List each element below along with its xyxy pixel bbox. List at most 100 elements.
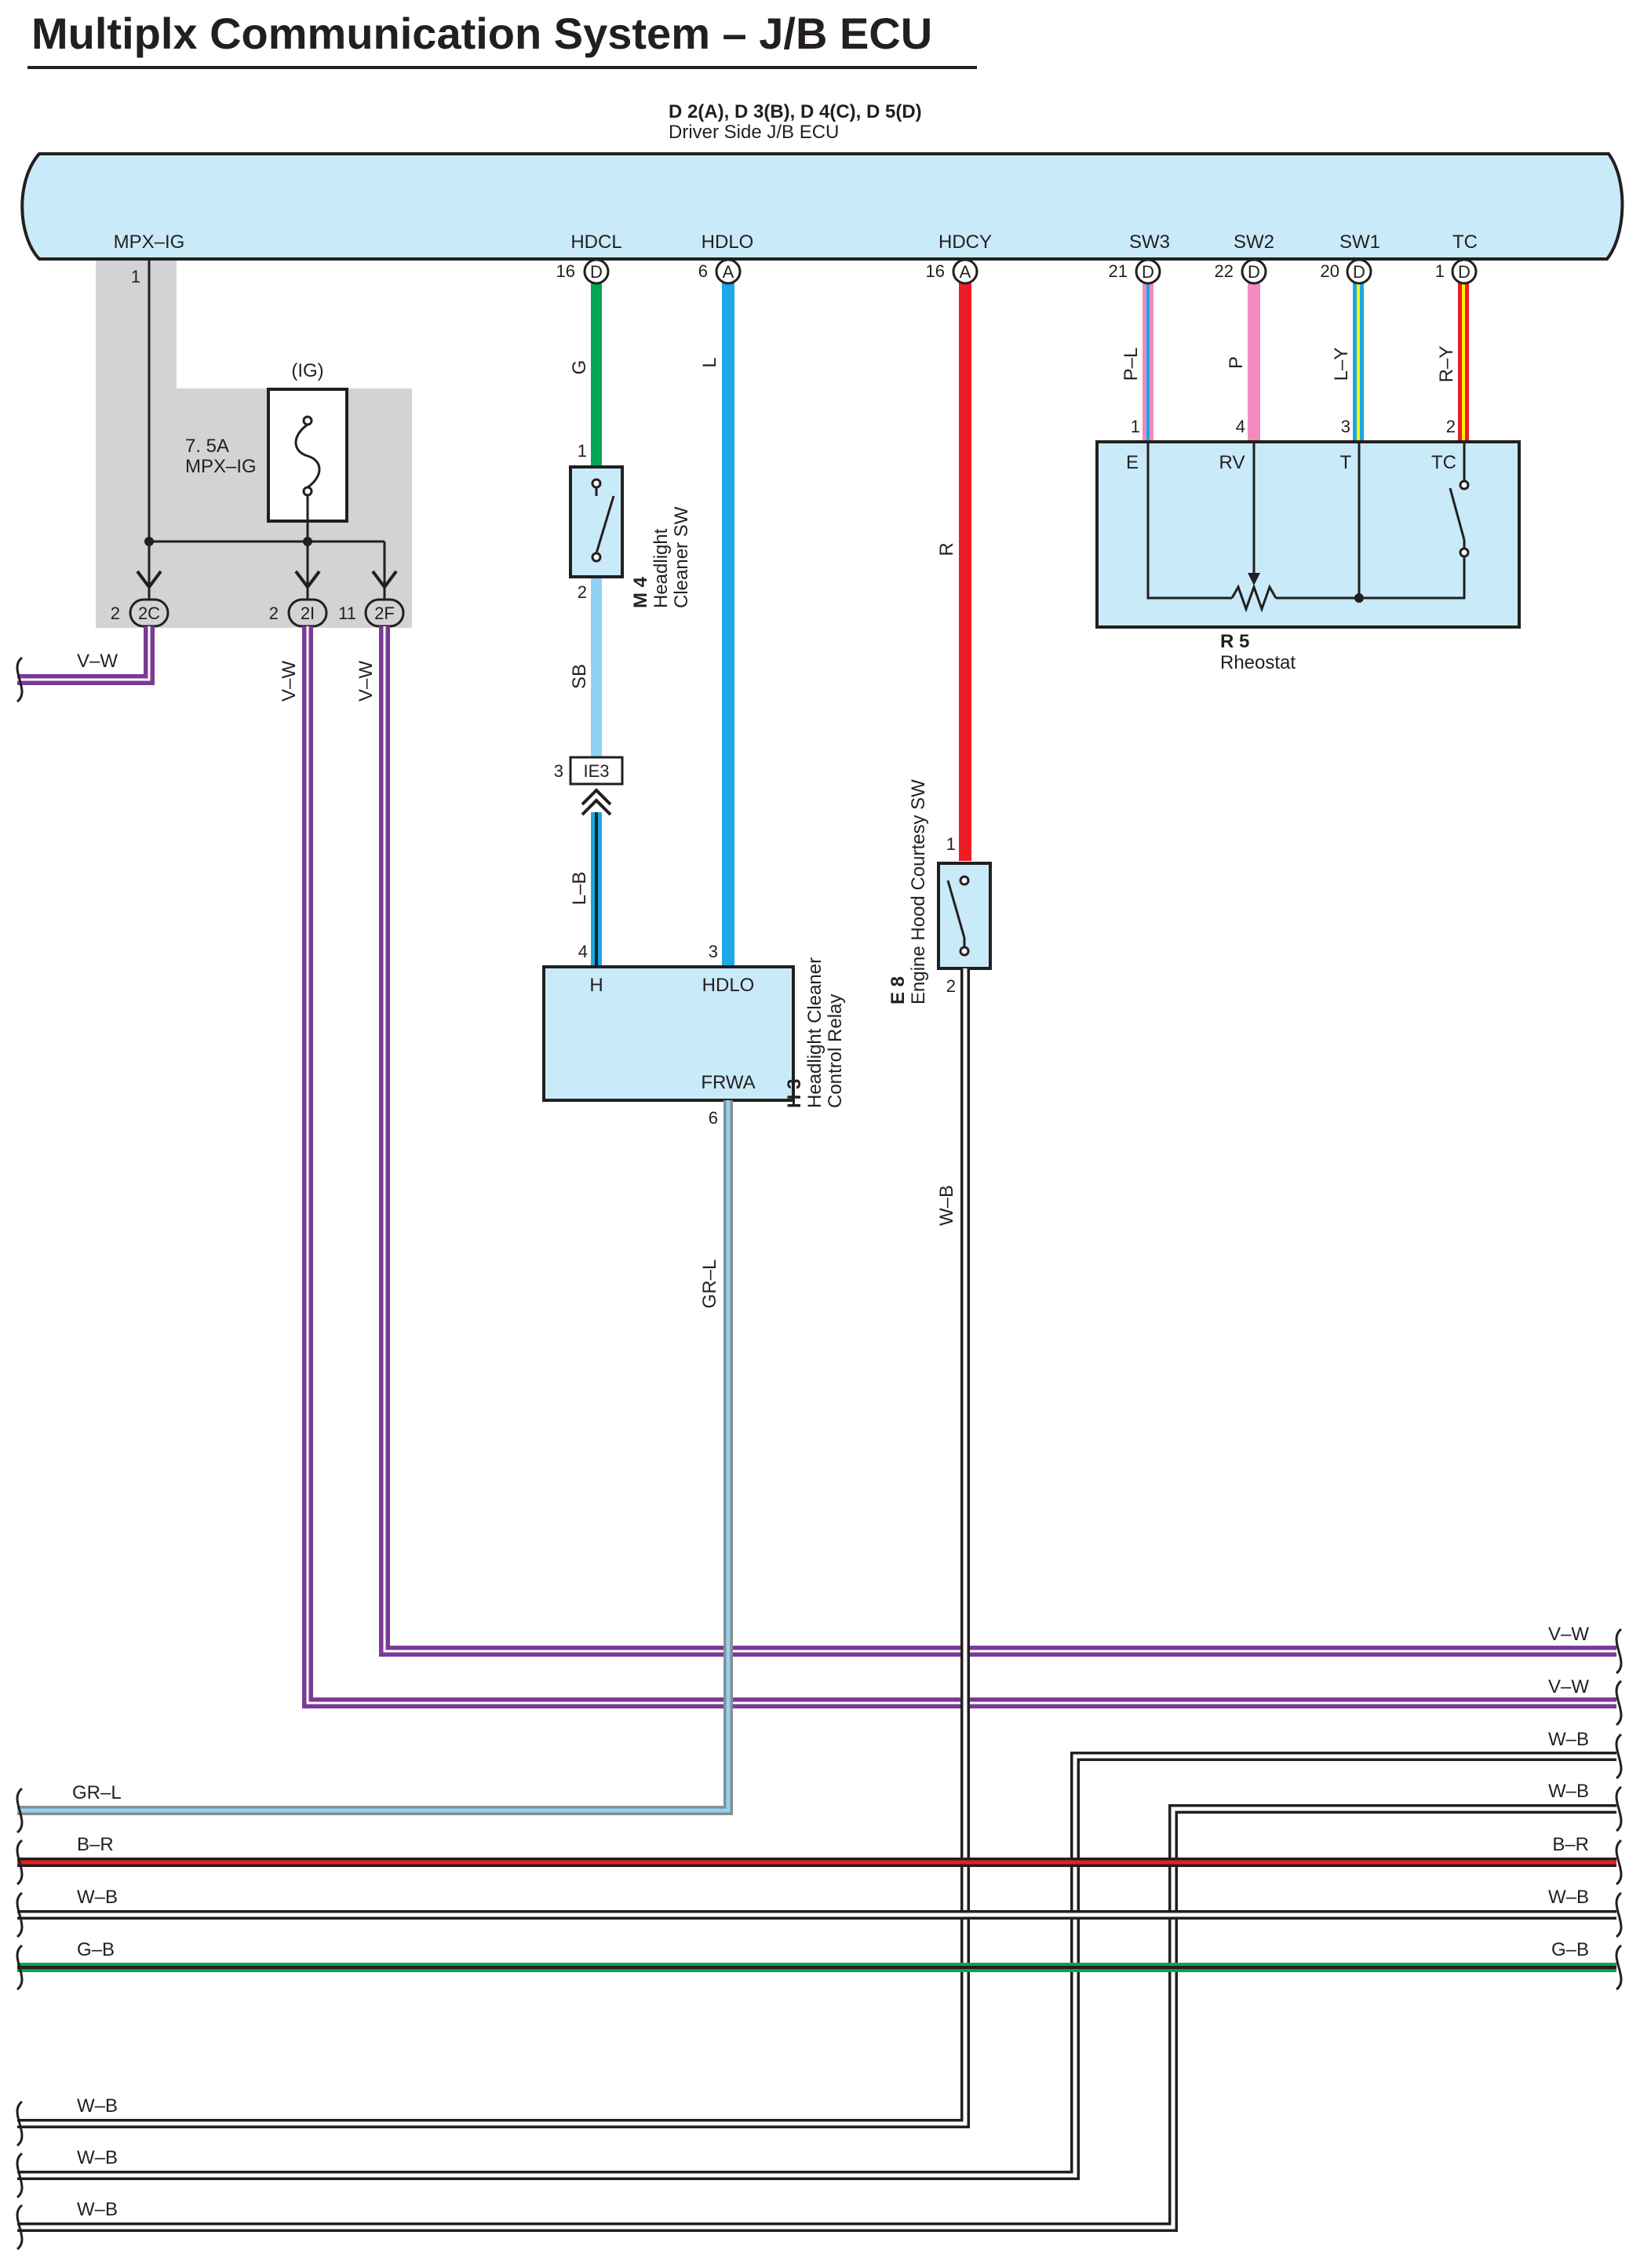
left-label-2: B–R — [77, 1834, 114, 1855]
wiper-arrow-icon — [1248, 573, 1260, 585]
wire-vw-2i-tracer — [306, 626, 1616, 1705]
chevron-up-icon — [581, 788, 612, 816]
wire-label-hdcy-bot: W–B — [936, 1185, 957, 1226]
connector-2c-num: 2 — [111, 603, 120, 623]
connector-ie3 — [569, 756, 624, 786]
wire-vw-left-tracer — [17, 626, 151, 681]
left-label-3: W–B — [77, 1887, 118, 1908]
ecu-pin-label-sw2: SW2 — [1234, 232, 1274, 253]
wire-label-v3: V–W — [355, 661, 377, 702]
rheostat-pin-e-num: 1 — [1131, 417, 1140, 436]
connector-2i-num: 2 — [269, 603, 279, 623]
rheostat-name: Rheostat — [1220, 652, 1296, 673]
relay-code: H 3 — [784, 1079, 805, 1108]
fuse-name: MPX–IG — [185, 456, 257, 477]
ecu-pin-num-hdcl: 16 — [556, 261, 575, 281]
ecu-conn-hdcy: A — [960, 262, 971, 282]
hood-sw-pin-out: 2 — [946, 976, 956, 996]
fuse-icon — [294, 423, 321, 489]
wire-sw1-tracer — [1357, 283, 1360, 441]
connector-ie3-num: 3 — [554, 761, 563, 781]
wire-label-hdcl-top: G — [569, 360, 590, 375]
hood-sw-name: Engine Hood Courtesy SW — [908, 779, 929, 1005]
relay-pin-hdlo-num: 3 — [709, 942, 718, 961]
relay-name-2: Control Relay — [825, 994, 846, 1108]
wire-wb-hdcy-tracer — [17, 968, 968, 2126]
ecu-conn-sw1: D — [1353, 262, 1365, 282]
ecu-conn-sw2: D — [1248, 262, 1260, 282]
wire-label-hdcl-mid: SB — [569, 664, 590, 689]
ecu-conn-sw3: D — [1142, 262, 1154, 282]
wire-grl-tracer — [17, 1100, 731, 1813]
ecu-pin-num-hdcy: 16 — [926, 261, 945, 281]
relay-pin-hdlo: HDLO — [702, 975, 755, 996]
ecu-pin-label-sw1: SW1 — [1339, 232, 1380, 253]
ecu-connectors: D 2(A), D 3(B), D 4(C), D 5(D) — [669, 101, 922, 122]
rheostat-tc-terminal-bottom — [1459, 547, 1470, 558]
rheostat-t-line — [1276, 557, 1466, 600]
ecu-pin-num-sw1: 20 — [1321, 261, 1339, 281]
fuse-terminal-top — [302, 415, 313, 426]
ecu-conn-tc: D — [1458, 262, 1471, 282]
wire-wb-right-2 — [17, 1804, 1616, 2232]
relay-pin-frwa-num: 6 — [709, 1108, 718, 1128]
hc-sw-code: M 4 — [630, 576, 651, 608]
right-label-1: V–W — [1548, 1624, 1589, 1645]
ecu-name: Driver Side J/B ECU — [669, 122, 839, 143]
wire-label-v1: V–W — [77, 651, 118, 672]
ecu-conn-hdcl: D — [590, 262, 603, 282]
fuse-rating: 7. 5A — [185, 436, 229, 457]
page-title: Multiplx Communication System – J/B ECU — [31, 9, 932, 58]
resistor-icon — [1230, 583, 1277, 613]
wire-hdcl-green — [591, 283, 602, 467]
hc-sw-pin-out: 2 — [578, 582, 587, 602]
wire-label-v2: V–W — [279, 661, 300, 702]
wire-label-sw2: P — [1226, 356, 1247, 369]
right-label-7: G–B — [1551, 1939, 1589, 1960]
ecu-pin-label-hdcl: HDCL — [570, 232, 621, 253]
ecu-body — [20, 152, 1624, 261]
wire-sw2-pink — [1248, 283, 1260, 441]
hc-sw-pin-in: 1 — [578, 441, 587, 461]
relay-pin-frwa: FRWA — [701, 1072, 755, 1093]
hc-sw-name-1: Headlight — [651, 528, 672, 608]
rheostat-tc-terminal-top — [1459, 479, 1470, 490]
wire-wb-right-2-tracer — [17, 1807, 1616, 2230]
wire-break-left — [16, 656, 24, 2251]
ecu-pin-label-sw3: SW3 — [1129, 232, 1170, 253]
ecu-pin-num-sw3: 21 — [1109, 261, 1128, 281]
relay-pin-h-num: 4 — [578, 942, 588, 961]
wire-wb-hdcy — [17, 968, 970, 2128]
left-label-6: W–B — [77, 2147, 118, 2168]
rheostat-pin-e: E — [1126, 452, 1139, 473]
hc-sw-terminal-bottom — [591, 552, 602, 563]
hood-sw-pin-in: 1 — [946, 834, 956, 854]
relay-body — [542, 965, 795, 1102]
fuse-box-zone — [96, 259, 412, 628]
wire-label-tc: R–Y — [1436, 346, 1457, 383]
right-label-3: W–B — [1548, 1729, 1589, 1750]
wire-label-sw1: L–Y — [1331, 348, 1352, 381]
hc-sw-terminal-top — [591, 478, 602, 489]
wire-hdcy-red — [959, 283, 971, 861]
hood-sw-code: E 8 — [887, 976, 909, 1005]
hood-sw-terminal-bottom — [959, 946, 970, 957]
rheostat-pin-rv: RV — [1219, 452, 1245, 473]
left-label-7: W–B — [77, 2199, 118, 2220]
connector-2f-num: 11 — [338, 603, 356, 623]
rheostat-e-line — [1146, 442, 1232, 600]
rheostat-pin-tc: TC — [1431, 452, 1456, 473]
right-label-2: V–W — [1548, 1676, 1589, 1697]
rheostat-pin-tc-num: 2 — [1446, 417, 1456, 436]
ecu-pin-num-sw2: 22 — [1215, 261, 1234, 281]
rheostat-code: R 5 — [1220, 631, 1249, 652]
hood-sw-label-group: E 8 Engine Hood Courtesy SW — [887, 779, 929, 1005]
ecu-pin-label-hdlo: HDLO — [702, 232, 754, 253]
hc-sw-label-group: M 4 Headlight Cleaner SW — [630, 506, 692, 608]
right-label-4: W–B — [1548, 1781, 1589, 1802]
wire-label-frwa: GR–L — [699, 1260, 720, 1309]
ecu-pin-label-tc: TC — [1452, 232, 1478, 253]
hc-sw-name-2: Cleaner SW — [671, 506, 692, 608]
junction-bus-mid — [303, 537, 312, 546]
